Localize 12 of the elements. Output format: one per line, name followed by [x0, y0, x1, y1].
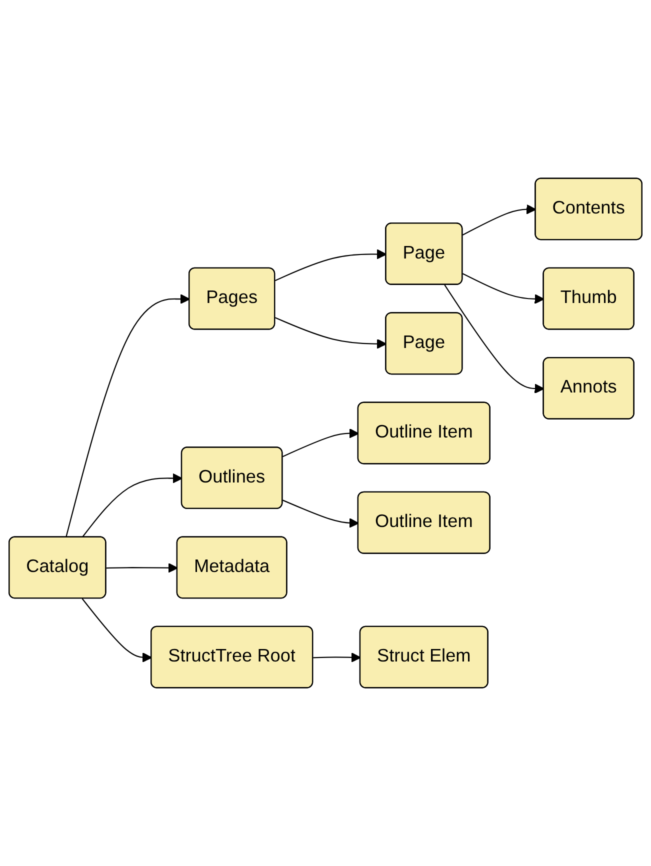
arrow [82, 598, 152, 662]
arrow [274, 317, 387, 349]
arrow [282, 500, 359, 528]
arrow [444, 284, 544, 394]
arrow [313, 652, 361, 662]
arrow [82, 473, 183, 538]
arrow [274, 249, 387, 282]
arrow [462, 204, 536, 236]
arrow [282, 428, 359, 458]
arrow [106, 562, 178, 573]
arrow [65, 294, 190, 538]
arrow [462, 273, 544, 304]
